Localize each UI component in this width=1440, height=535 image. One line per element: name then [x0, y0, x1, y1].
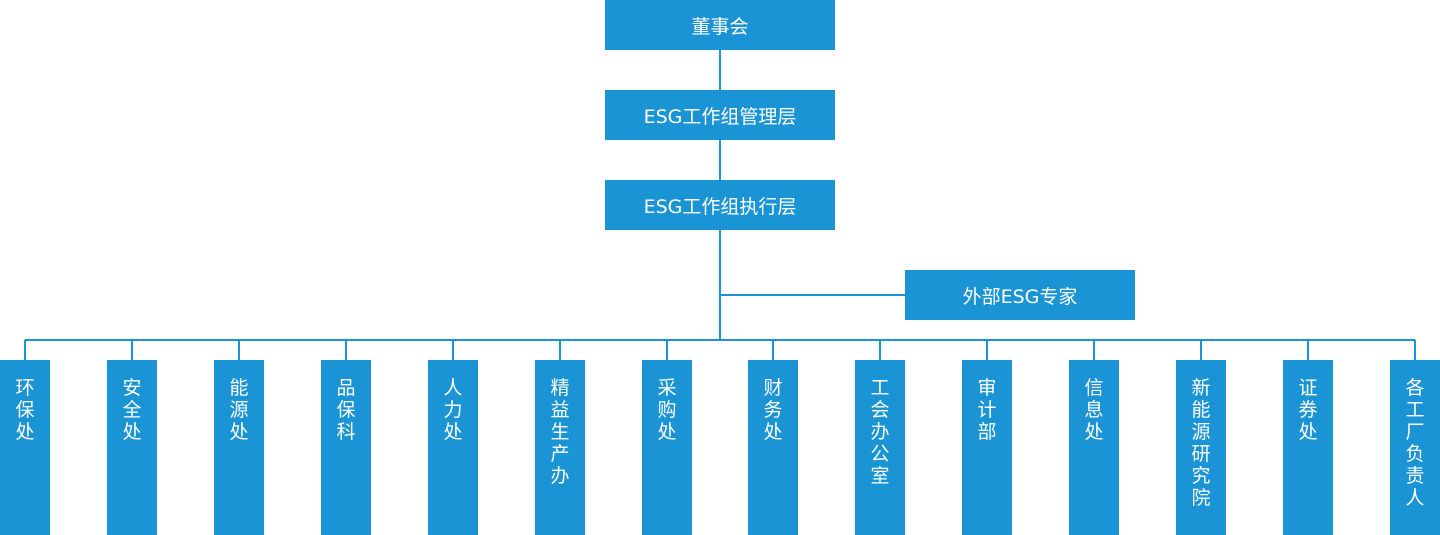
department-node: 财务处 — [748, 360, 798, 535]
department-node: 能源处 — [214, 360, 264, 535]
department-label: 能源处 — [229, 377, 249, 443]
department-node: 精益生产办 — [535, 360, 585, 535]
department-node: 新能源研究院 — [1176, 360, 1226, 535]
department-label: 新能源研究院 — [1191, 377, 1211, 509]
management-layer-node: ESG工作组管理层 — [605, 90, 835, 140]
external-expert-node: 外部ESG专家 — [905, 270, 1135, 320]
department-label: 审计部 — [977, 377, 997, 443]
department-label: 采购处 — [657, 377, 677, 443]
execution-layer-label: ESG工作组执行层 — [643, 195, 797, 218]
department-node: 环保处 — [0, 360, 50, 535]
department-label: 人力处 — [443, 377, 463, 443]
department-label: 品保科 — [336, 377, 356, 443]
department-node: 工会办公室 — [855, 360, 905, 535]
department-node: 品保科 — [321, 360, 371, 535]
execution-layer-node: ESG工作组执行层 — [605, 180, 835, 230]
department-label: 环保处 — [15, 377, 35, 443]
department-label: 财务处 — [763, 377, 783, 443]
department-label: 证券处 — [1298, 377, 1318, 443]
department-node: 审计部 — [962, 360, 1012, 535]
department-label: 工会办公室 — [870, 377, 890, 487]
department-node: 采购处 — [642, 360, 692, 535]
department-drop-lines — [24, 340, 1416, 360]
department-node: 安全处 — [107, 360, 157, 535]
department-label: 安全处 — [122, 377, 142, 443]
board-node: 董事会 — [605, 0, 835, 50]
department-node: 证券处 — [1283, 360, 1333, 535]
department-label: 各工厂负责人 — [1405, 377, 1425, 509]
external-expert-label: 外部ESG专家 — [962, 285, 1078, 308]
department-node: 信息处 — [1069, 360, 1119, 535]
board-label: 董事会 — [691, 15, 749, 38]
department-node: 各工厂负责人 — [1390, 360, 1440, 535]
management-layer-label: ESG工作组管理层 — [643, 105, 797, 128]
department-label: 信息处 — [1084, 377, 1104, 443]
department-node: 人力处 — [428, 360, 478, 535]
department-label: 精益生产办 — [550, 377, 570, 487]
